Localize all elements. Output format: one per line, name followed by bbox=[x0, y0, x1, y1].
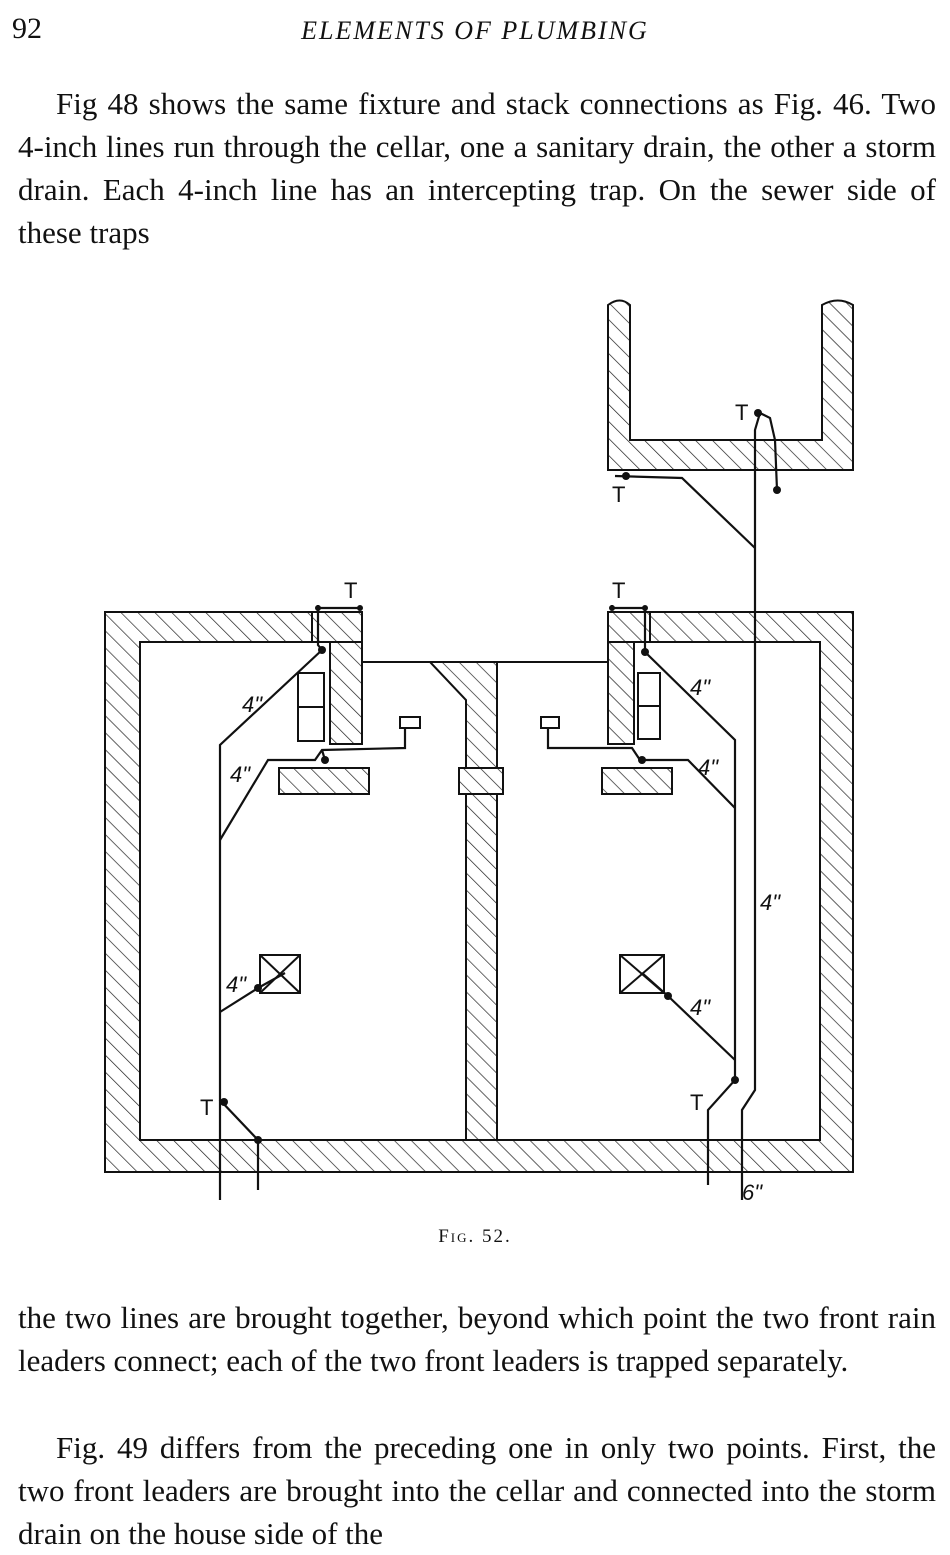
size-label: 4" bbox=[226, 972, 247, 997]
plumbing-figure: T T T T T T 4" 4" 4" 4" 4" 4" 4" 6" bbox=[104, 299, 854, 1205]
size-label: 4" bbox=[698, 755, 719, 780]
cellar-walls bbox=[104, 611, 854, 1173]
trap-label: T bbox=[200, 1095, 213, 1120]
size-label: 6" bbox=[742, 1180, 763, 1205]
paragraph-3: Fig. 49 differs from the preceding one i… bbox=[18, 1430, 936, 1551]
trap-label: T bbox=[612, 482, 625, 507]
size-label: 4" bbox=[690, 995, 711, 1020]
size-label: 4" bbox=[760, 890, 781, 915]
trap-label: T bbox=[735, 400, 748, 425]
paragraph-2: the two lines are brought together, beyo… bbox=[18, 1300, 936, 1378]
trap-label: T bbox=[690, 1090, 703, 1115]
joint-dots bbox=[220, 409, 781, 1144]
piping bbox=[218, 411, 779, 1200]
figure-labels: T T T T T T 4" 4" 4" 4" 4" 4" 4" 6" bbox=[200, 400, 781, 1205]
page-number: 92 bbox=[12, 12, 42, 45]
area-wall bbox=[607, 299, 854, 471]
size-label: 4" bbox=[690, 675, 711, 700]
fixtures bbox=[259, 672, 665, 994]
size-label: 4" bbox=[242, 692, 263, 717]
trap-label: T bbox=[344, 578, 357, 603]
size-label: 4" bbox=[230, 762, 251, 787]
running-title: ELEMENTS OF PLUMBING bbox=[301, 16, 649, 45]
figure-caption: Fig. 52. bbox=[438, 1226, 512, 1247]
page-header: 92 ELEMENTS OF PLUMBING bbox=[0, 10, 950, 50]
paragraph-1: Fig 48 shows the same fixture and stack … bbox=[18, 86, 936, 250]
trap-label: T bbox=[612, 578, 625, 603]
